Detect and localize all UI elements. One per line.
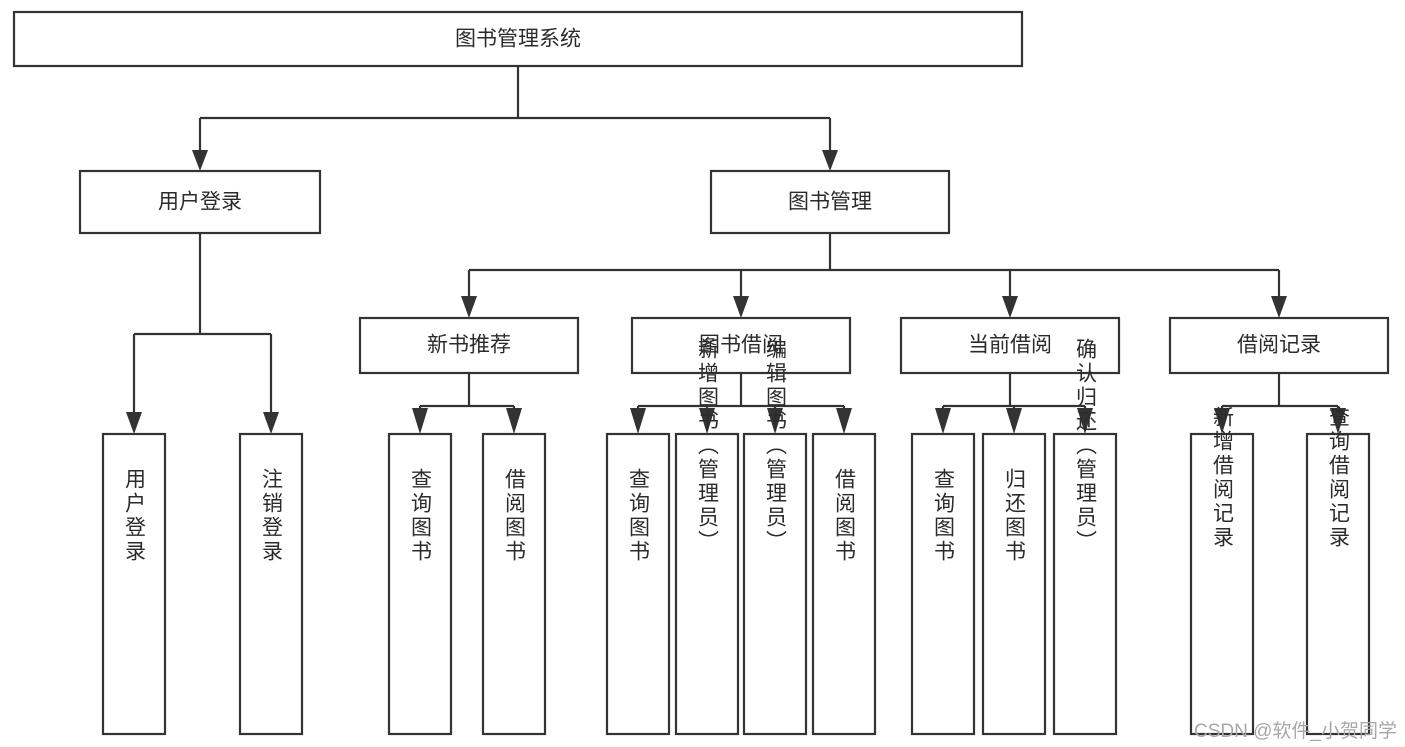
node-leaf-user-login-label: 用户登录 [123,468,147,564]
node-leaf-query-record[interactable]: 查询借阅记录 [1305,406,1371,736]
node-root[interactable]: 图书管理系统 [12,10,1024,68]
arrow-nbr-leaf-1 [412,408,428,434]
arrow-bm-to-borrow-record [1271,296,1287,318]
node-leaf-query-book-1[interactable]: 查询图书 [387,432,453,736]
node-root-box[interactable] [12,10,1024,68]
node-new-book-rec[interactable]: 新书推荐 [358,316,580,375]
node-leaf-edit-book[interactable]: 编辑图书（管理员） [742,338,808,736]
node-leaf-borrow-book-1-label: 借阅图书 [503,468,527,564]
node-leaf-borrow-book-2-box[interactable] [811,432,877,736]
node-leaf-add-record[interactable]: 新增借阅记录 [1189,406,1255,736]
arrow-cb-leaf-3 [1077,408,1093,434]
arrow-br-leaf-1 [1214,408,1230,434]
arrow-bb-leaf-3 [767,408,783,434]
node-leaf-borrow-book-1[interactable]: 借阅图书 [481,432,547,736]
node-leaf-query-book-2-box[interactable] [605,432,671,736]
node-leaf-query-book-3[interactable]: 查询图书 [910,432,976,736]
connector-layer [126,66,1346,434]
node-leaf-query-book-3-label: 查询图书 [932,468,956,564]
node-book-borrow[interactable]: 图书借阅 [630,316,852,375]
arrow-bb-leaf-1 [630,408,646,434]
node-leaf-edit-book-box[interactable] [742,432,808,736]
node-leaf-query-book-1-box[interactable] [387,432,453,736]
node-user-login-box[interactable] [78,169,322,235]
node-leaf-query-book-1-label: 查询图书 [409,468,433,564]
arrow-user-login-leaf-1 [126,412,142,434]
arrow-cb-leaf-2 [1006,408,1022,434]
node-new-book-rec-label: 新书推荐 [427,334,511,357]
node-leaf-logout-box[interactable] [238,432,304,736]
node-borrow-record-box[interactable] [1168,316,1390,375]
arrow-cb-leaf-1 [935,408,951,434]
node-leaf-user-login-box[interactable] [101,432,167,736]
node-borrow-record-label: 借阅记录 [1237,334,1321,357]
node-book-manage-box[interactable] [709,169,951,235]
arrow-bm-to-current-borrow [1002,296,1018,318]
node-leaf-add-book-box[interactable] [674,432,740,736]
node-root-label: 图书管理系统 [455,28,581,51]
arrow-bm-to-new-book-rec [461,296,477,318]
node-leaf-borrow-book-1-box[interactable] [481,432,547,736]
node-current-borrow-box[interactable] [899,316,1121,375]
node-leaf-query-record-box[interactable] [1305,432,1371,736]
node-leaf-logout[interactable]: 注销登录 [238,432,304,736]
node-leaf-borrow-book-2-label: 借阅图书 [833,468,857,564]
node-leaf-user-login[interactable]: 用户登录 [101,432,167,736]
arrow-root-to-book-manage [822,150,838,171]
node-book-borrow-box[interactable] [630,316,852,375]
node-current-borrow-label: 当前借阅 [968,334,1052,357]
node-leaf-return-book-label: 归还图书 [1003,468,1027,564]
node-leaf-edit-book-label: 编辑图书（管理员） [764,338,788,554]
node-leaf-add-book-label: 新增图书（管理员） [696,338,720,554]
node-leaf-query-record-label: 查询借阅记录 [1327,406,1351,550]
arrow-user-login-leaf-2 [263,412,279,434]
node-book-manage-label: 图书管理 [788,191,872,214]
node-leaf-confirm-return-box[interactable] [1052,432,1118,736]
node-leaf-confirm-return-label: 确认归还（管理员） [1074,338,1098,554]
arrow-br-leaf-2 [1330,408,1346,434]
node-leaf-borrow-book-2[interactable]: 借阅图书 [811,432,877,736]
node-book-borrow-label: 图书借阅 [699,334,783,357]
arrow-root-to-user-login [192,150,208,171]
node-leaf-return-book[interactable]: 归还图书 [981,432,1047,736]
arrow-bb-leaf-4 [836,408,852,434]
arrow-nbr-leaf-2 [506,408,522,434]
node-book-manage[interactable]: 图书管理 [709,169,951,235]
node-new-book-rec-box[interactable] [358,316,580,375]
node-leaf-query-book-2[interactable]: 查询图书 [605,432,671,736]
node-user-login[interactable]: 用户登录 [78,169,322,235]
node-leaf-add-record-box[interactable] [1189,432,1255,736]
node-leaf-query-book-2-label: 查询图书 [627,468,651,564]
arrow-bm-to-book-borrow [733,296,749,318]
node-user-login-label: 用户登录 [158,191,242,214]
node-borrow-record[interactable]: 借阅记录 [1168,316,1390,375]
node-leaf-add-book[interactable]: 新增图书（管理员） [674,338,740,736]
node-leaf-add-record-label: 新增借阅记录 [1211,406,1235,550]
node-leaf-confirm-return[interactable]: 确认归还（管理员） [1052,338,1118,736]
node-leaf-query-book-3-box[interactable] [910,432,976,736]
node-leaf-return-book-box[interactable] [981,432,1047,736]
arrow-bb-leaf-2 [699,408,715,434]
node-leaf-logout-label: 注销登录 [260,468,284,564]
node-current-borrow[interactable]: 当前借阅 [899,316,1121,375]
